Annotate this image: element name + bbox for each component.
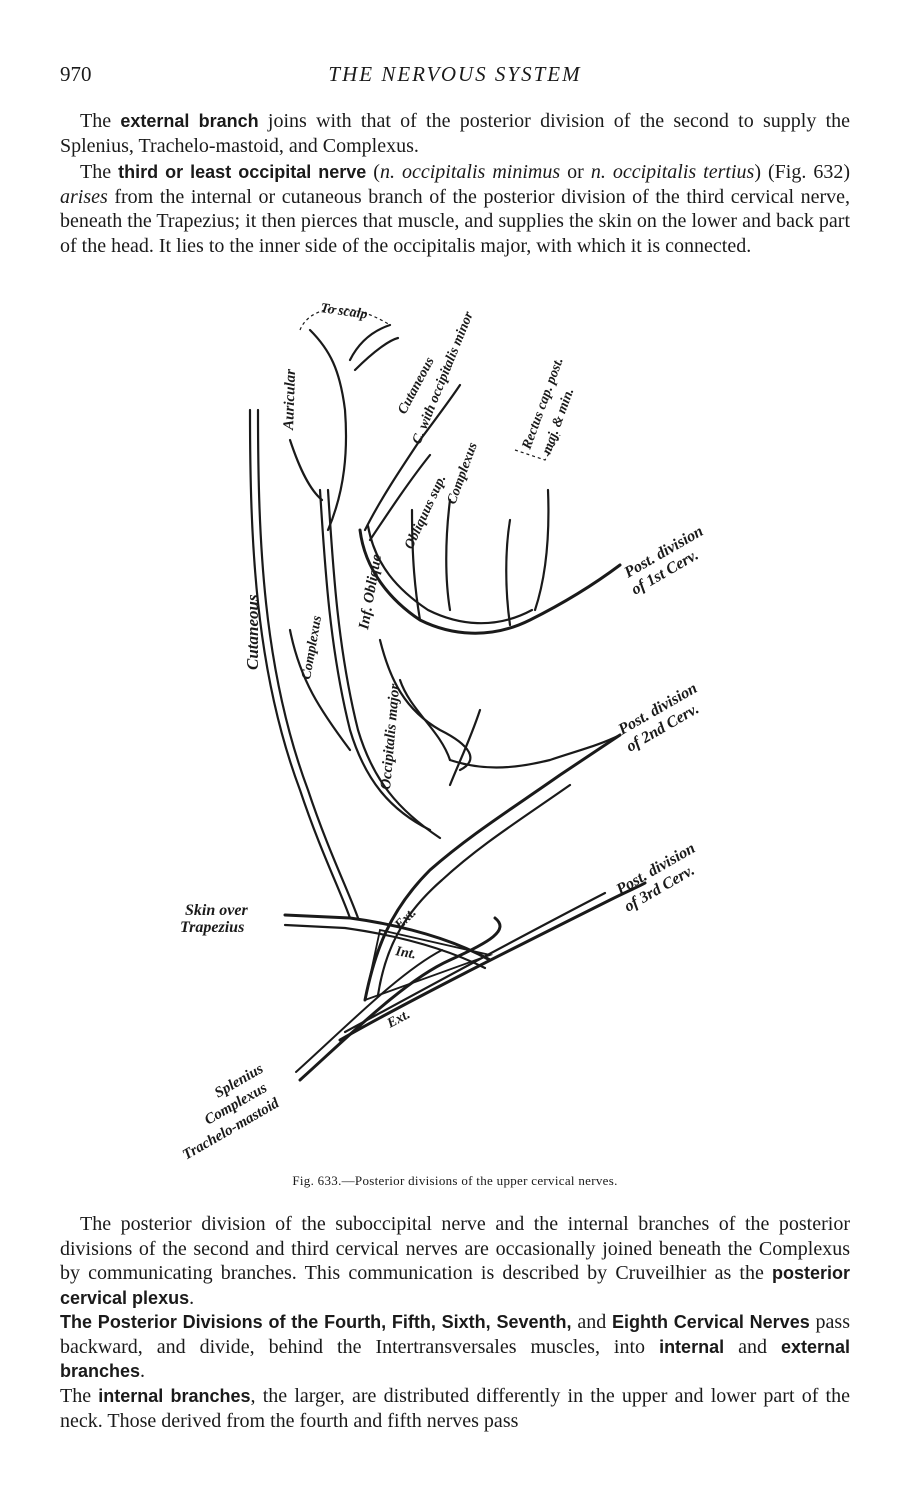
running-title: THE NERVOUS SYSTEM bbox=[328, 62, 582, 86]
page-number: 970 bbox=[60, 62, 92, 86]
label-complexus-top: Complexus bbox=[445, 440, 481, 506]
paragraph-internal-branches: The internal branches, the larger, are d… bbox=[60, 1385, 850, 1432]
label-cutaneous-left: Cutaneous bbox=[243, 594, 262, 670]
term-external-branch: external branch bbox=[120, 111, 259, 131]
figure-caption: Fig. 633.—Posterior divisions of the upp… bbox=[292, 1173, 618, 1188]
figure-posterior-divisions-diagram: To scalp Auricular Cutaneous C. with occ… bbox=[150, 290, 770, 1170]
label-ext-upper: Ext. bbox=[392, 905, 420, 933]
term-internal-branches: internal branches bbox=[98, 1386, 251, 1406]
label-to-scalp: To scalp bbox=[319, 301, 368, 322]
label-skin-over: Skin over bbox=[185, 902, 248, 919]
term-posterior-cervical-plexus: posterior cervical plexus bbox=[60, 1263, 850, 1308]
heading-posterior-divisions: The Posterior Divisions of the Fourth, F… bbox=[60, 1312, 572, 1332]
label-auricular: Auricular bbox=[281, 369, 299, 432]
term-third-occipital-nerve: third or least occipital nerve bbox=[118, 162, 367, 182]
paragraph-third-occipital-nerve: The third or least occipital nerve (n. o… bbox=[60, 161, 851, 257]
label-complexus-mid: Complexus bbox=[299, 614, 325, 681]
label-trapezius: Trapezius bbox=[180, 919, 244, 936]
nerve-branches bbox=[248, 323, 647, 1082]
dotted-bracket bbox=[514, 434, 561, 461]
page-header: 970 THE NERVOUS SYSTEM bbox=[60, 62, 850, 92]
nerve-diagram: To scalp Auricular Cutaneous C. with occ… bbox=[180, 301, 706, 1163]
paragraph-lower-cervical-divisions: The Posterior Divisions of the Fourth, F… bbox=[60, 1311, 850, 1382]
label-occipitalis-major: Occipitalis major bbox=[378, 683, 403, 790]
label-int: Int. bbox=[393, 944, 417, 963]
label-inf-oblique: Inf. Oblique bbox=[356, 553, 385, 632]
dotted-arc-scalp bbox=[299, 307, 391, 331]
paragraph-posterior-cervical-plexus: The posterior division of the suboccipit… bbox=[60, 1213, 850, 1309]
paragraph-external-branch: The external branch joins with that of t… bbox=[60, 110, 851, 157]
label-ext-lower: Ext. bbox=[384, 1007, 413, 1032]
